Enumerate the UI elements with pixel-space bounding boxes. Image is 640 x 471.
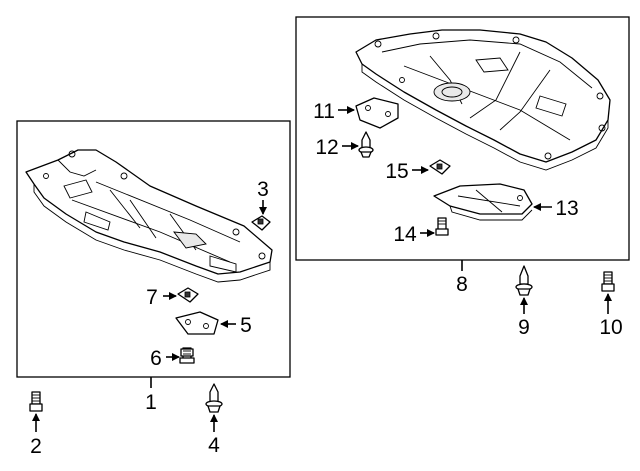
clip-nut-15[interactable] [429, 159, 451, 175]
push-clip-9[interactable] [515, 265, 533, 296]
bolt-14[interactable] [435, 217, 449, 236]
push-clip-12[interactable] [358, 131, 374, 158]
callout-6[interactable]: 6 [150, 347, 162, 370]
clip-nut-3[interactable] [251, 215, 271, 231]
left-assembly-frame [16, 120, 291, 378]
engine-under-cover[interactable] [355, 29, 611, 171]
callout-7[interactable]: 7 [146, 286, 158, 309]
bolt-6[interactable] [179, 347, 195, 364]
callout-10[interactable]: 10 [599, 316, 622, 339]
callout-9[interactable]: 9 [518, 316, 530, 339]
callout-4[interactable]: 4 [208, 434, 220, 457]
small-shield-13[interactable] [433, 183, 533, 221]
callout-15[interactable]: 15 [385, 160, 408, 183]
bolt-2[interactable] [29, 391, 43, 412]
callout-13[interactable]: 13 [555, 197, 578, 220]
bolt-10[interactable] [601, 271, 615, 292]
callout-5[interactable]: 5 [240, 314, 252, 337]
callout-12[interactable]: 12 [315, 136, 338, 159]
nut-7[interactable] [177, 287, 199, 303]
callout-14[interactable]: 14 [393, 223, 417, 246]
push-clip-4[interactable] [205, 383, 223, 413]
callout-3[interactable]: 3 [257, 178, 269, 201]
callout-1[interactable]: 1 [145, 391, 157, 414]
front-splash-shield[interactable] [25, 149, 273, 283]
callout-11[interactable]: 11 [313, 100, 335, 123]
bracket-plate-5[interactable] [175, 311, 219, 335]
bracket-11[interactable] [355, 97, 399, 129]
callout-2[interactable]: 2 [30, 435, 42, 458]
callout-8[interactable]: 8 [456, 273, 468, 296]
